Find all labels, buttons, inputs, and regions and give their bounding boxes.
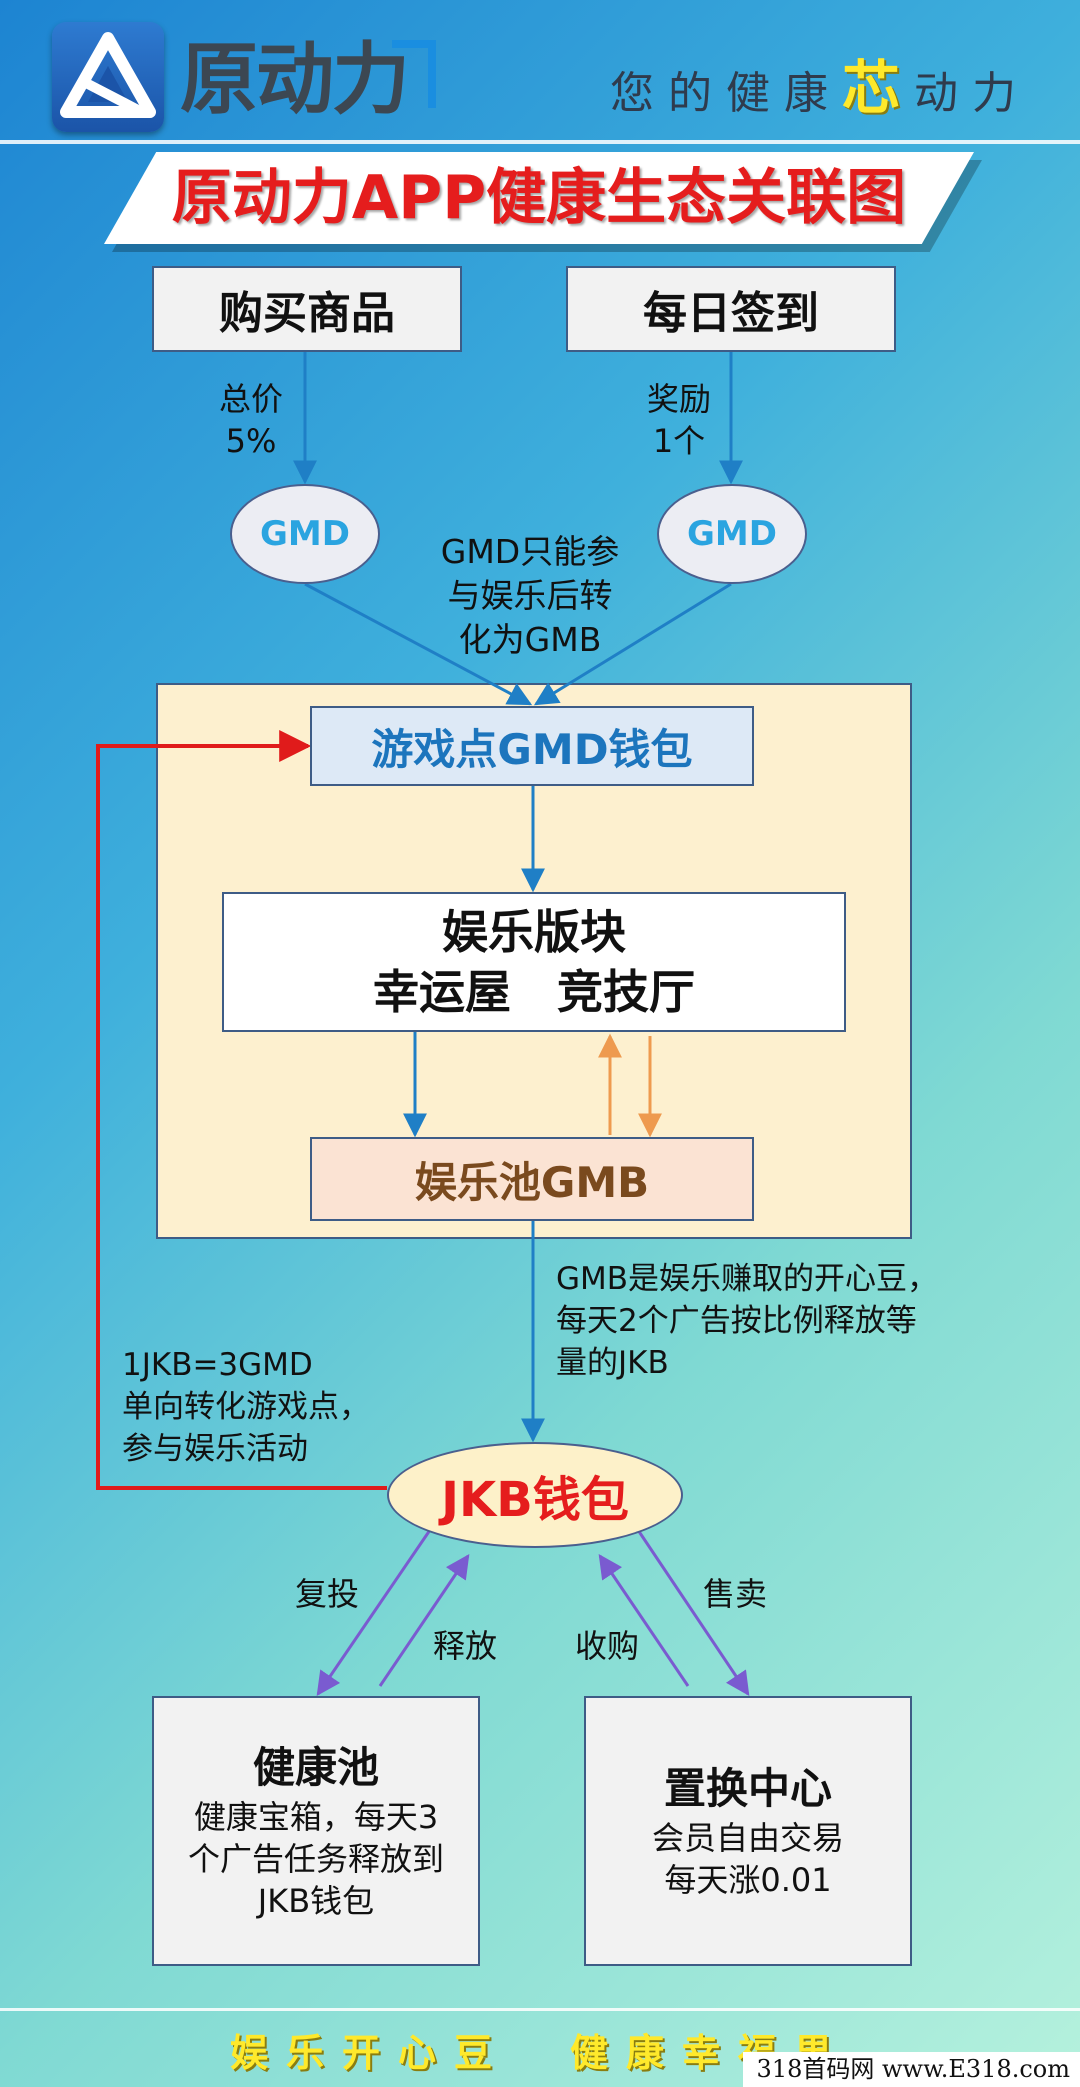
label-gmd-note-line3: 化为GMB [458, 620, 602, 659]
health-pool-title: 健康池 [252, 1743, 379, 1792]
label-gmb-note-line1: GMB是娱乐赚取的开心豆， [556, 1261, 939, 1297]
node-exchange-center: 置换中心 会员自由交易 每天涨0.01 [584, 1696, 912, 1966]
label-gmb-note-line3: 量的JKB [556, 1345, 669, 1381]
slogan-after: 动力 [914, 68, 1030, 119]
label-jkb-to-gmd-line1: 1JKB=3GMD [122, 1347, 313, 1383]
arrow-gmd-left-to-wallet [304, 582, 533, 706]
label-gmb-note: GMB是娱乐赚取的开心豆， 每天2个广告按比例释放等 量的JKB [556, 1258, 996, 1384]
diagram-title: 原动力APP健康生态关联图 [171, 163, 907, 233]
label-reinvest: 复投 [294, 1575, 359, 1613]
arrow-jkb-to-game-wallet [96, 730, 387, 1490]
node-daily-checkin: 每日签到 [566, 266, 896, 352]
node-gmd-right: GMD [657, 484, 807, 584]
label-buyback: 收购 [574, 1627, 639, 1665]
footer-divider [0, 2008, 1080, 2011]
label-reward-line1: 奖励 [646, 380, 711, 418]
exchange-center-title: 置换中心 [663, 1764, 832, 1813]
arrow-health-pool-to-jkb [378, 1554, 470, 1687]
label-jkb-to-gmd: 1JKB=3GMD 单向转化游戏点， 参与娱乐活动 [122, 1344, 422, 1470]
arrow-gmd-right-to-wallet [533, 582, 732, 706]
node-entertainment-pool: 娱乐池GMB [310, 1137, 754, 1221]
slogan-before: 您的健康 [609, 68, 842, 119]
label-gmd-note-line2: 与娱乐后转 [447, 576, 613, 615]
health-pool-desc-line2: 个广告任务释放到 [187, 1840, 444, 1878]
label-total-price: 总价 5% [196, 378, 306, 462]
label-total-price-line1: 总价 [218, 380, 283, 418]
slogan: 您的健康芯动力 [610, 58, 1030, 124]
title-banner [104, 152, 974, 244]
arrow-exchange-to-jkb [598, 1554, 690, 1687]
label-gmd-note-line1: GMD只能参 [440, 532, 620, 571]
app-logo [52, 22, 164, 132]
node-gmd-left: GMD [230, 484, 380, 584]
footer-slogan-left: 娱乐开心豆 [229, 2030, 510, 2075]
node-game-wallet: 游戏点GMD钱包 [310, 706, 754, 786]
exchange-center-desc-line1: 会员自由交易 [651, 1819, 844, 1857]
node-buy-goods: 购买商品 [152, 266, 462, 352]
health-pool-desc-line3: JKB钱包 [257, 1882, 375, 1920]
brand-bracket-decoration [392, 40, 436, 108]
brand-name: 原动力 [180, 35, 410, 125]
label-gmb-note-line2: 每天2个广告按比例释放等 [556, 1303, 917, 1339]
node-entertainment: 娱乐版块 幸运屋 竞技厅 [222, 892, 846, 1032]
watermark: 318首码网 www.E318.com [742, 2052, 1080, 2087]
label-gmd-note: GMD只能参 与娱乐后转 化为GMB [420, 530, 640, 662]
label-sell: 售卖 [702, 1575, 767, 1613]
label-reward-line2: 1个 [652, 422, 706, 460]
exchange-center-desc-line2: 每天涨0.01 [664, 1861, 832, 1899]
label-jkb-to-gmd-line3: 参与娱乐活动 [122, 1431, 308, 1467]
entertainment-sub: 幸运屋 竞技厅 [373, 965, 695, 1019]
label-reward: 奖励 1个 [624, 378, 734, 462]
node-jkb-wallet: JKB钱包 [387, 1442, 683, 1548]
label-jkb-to-gmd-line2: 单向转化游戏点， [122, 1389, 370, 1425]
header-divider [0, 140, 1080, 144]
label-total-price-line2: 5% [225, 422, 277, 460]
label-release: 释放 [432, 1627, 497, 1665]
arrow-jkb-to-health-pool [316, 1529, 432, 1696]
node-health-pool: 健康池 健康宝箱，每天3 个广告任务释放到 JKB钱包 [152, 1696, 480, 1966]
arrow-jkb-to-exchange [636, 1529, 750, 1696]
logo-triangle-icon [60, 32, 156, 118]
health-pool-desc-line1: 健康宝箱，每天3 [193, 1798, 439, 1836]
slogan-accent: 芯 [841, 54, 914, 122]
entertainment-title: 娱乐版块 [442, 905, 626, 959]
